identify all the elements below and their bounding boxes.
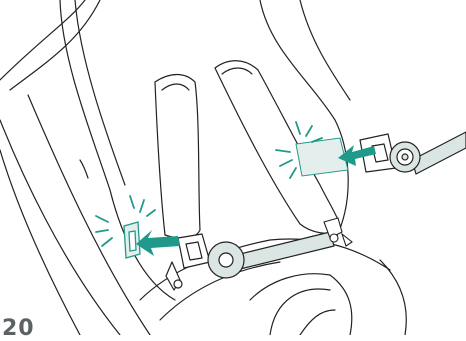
left-strap <box>232 232 334 270</box>
buckle-tongue-icon <box>124 222 140 258</box>
left-frame-rails <box>0 0 150 335</box>
page-number: 20 <box>2 318 35 340</box>
arrow-left-icon <box>136 230 180 256</box>
left-shoulder-pad <box>155 75 200 239</box>
right-strap <box>412 132 466 174</box>
